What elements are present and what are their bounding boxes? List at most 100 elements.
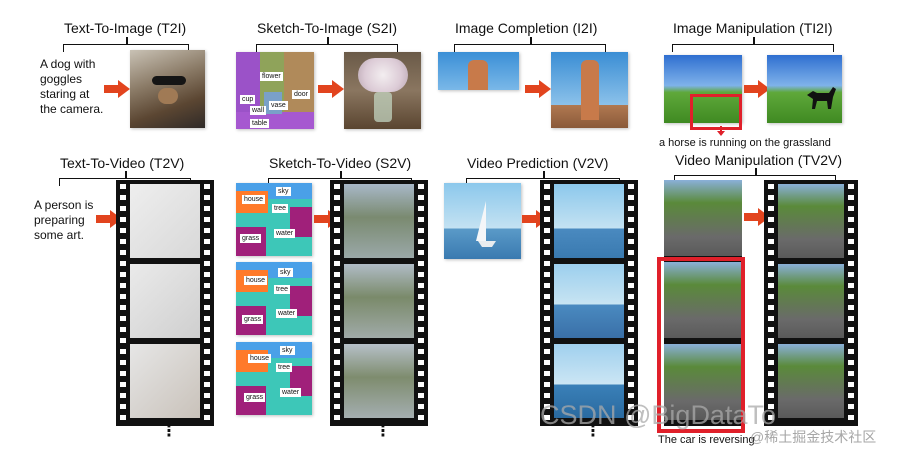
film-sprocket-hole <box>848 305 854 310</box>
t2v-ellipsis: ⋮ <box>161 423 177 440</box>
film-sprocket-hole <box>848 338 854 343</box>
completed-tower-image <box>551 52 628 128</box>
t2v-filmstrip <box>116 180 214 426</box>
sketch-region <box>290 207 312 237</box>
film-sprocket-hole <box>334 294 340 299</box>
film-sprocket-hole <box>848 206 854 211</box>
film-sprocket-hole <box>628 184 634 189</box>
edit-region-box <box>690 94 742 130</box>
film-sprocket-hole <box>334 404 340 409</box>
film-sprocket-hole <box>768 272 774 277</box>
sketch-label-water: water <box>276 309 298 318</box>
horse-silhouette <box>807 87 836 109</box>
film-sprocket-hole <box>628 382 634 387</box>
film-sprocket-hole <box>418 217 424 222</box>
tv2v-filmstrip <box>764 180 858 426</box>
tower-top <box>468 60 488 90</box>
dog-image <box>130 50 205 128</box>
film-sprocket-hole <box>204 294 210 299</box>
film-sprocket-hole <box>768 305 774 310</box>
film-sprocket-hole <box>418 327 424 332</box>
film-sprocket-hole <box>120 272 126 277</box>
sketch-label-house: house <box>248 354 272 363</box>
film-sprocket-hole <box>334 228 340 233</box>
film-sprocket-hole <box>418 393 424 398</box>
film-sprocket-hole <box>120 239 126 244</box>
film-sprocket-hole <box>418 371 424 376</box>
sketch-label-wall: wall <box>250 106 267 115</box>
film-sprocket-hole <box>120 195 126 200</box>
film-sprocket-hole <box>334 371 340 376</box>
film-sprocket-hole <box>334 393 340 398</box>
film-sprocket-hole <box>768 349 774 354</box>
film-sprocket-hole <box>544 327 550 332</box>
landscape-frame <box>344 184 414 258</box>
film-sprocket-hole <box>204 305 210 310</box>
film-sprocket-hole <box>120 382 126 387</box>
down-arrow-icon <box>717 126 725 136</box>
flower-vase-image <box>344 52 421 129</box>
film-sprocket-hole <box>544 272 550 277</box>
film-sprocket-hole <box>544 250 550 255</box>
partial-tower-image <box>438 52 519 90</box>
sketch-label-house: house <box>244 276 268 285</box>
film-sprocket-hole <box>848 327 854 332</box>
drawing-frame <box>130 184 200 258</box>
t2i-prompt: A dog with goggles staring at the camera… <box>40 57 103 117</box>
film-sprocket-hole <box>204 338 210 343</box>
film-sprocket-hole <box>768 338 774 343</box>
i2i-bracket <box>454 37 606 52</box>
sketch-region <box>284 52 314 112</box>
film-sprocket-hole <box>120 316 126 321</box>
film-sprocket-hole <box>628 404 634 409</box>
film-sprocket-hole <box>204 239 210 244</box>
landscape-frame <box>344 264 414 338</box>
film-sprocket-hole <box>120 393 126 398</box>
film-sprocket-hole <box>120 305 126 310</box>
film-sprocket-hole <box>544 294 550 299</box>
road-frame <box>664 180 742 256</box>
film-sprocket-hole <box>334 415 340 420</box>
film-sprocket-hole <box>768 360 774 365</box>
film-sprocket-hole <box>418 305 424 310</box>
film-sprocket-hole <box>418 195 424 200</box>
film-sprocket-hole <box>120 206 126 211</box>
film-sprocket-hole <box>204 327 210 332</box>
sailboat-frame <box>554 344 624 418</box>
film-sprocket-hole <box>848 415 854 420</box>
t2i-prompt-line: the camera. <box>40 102 104 116</box>
sketch-label-sky: sky <box>280 346 295 355</box>
film-sprocket-hole <box>768 283 774 288</box>
film-sprocket-hole <box>334 349 340 354</box>
sketch-region <box>236 112 314 129</box>
film-sprocket-hole <box>418 239 424 244</box>
v2v-ellipsis: ⋮ <box>585 423 601 440</box>
film-sprocket-hole <box>418 283 424 288</box>
film-sprocket-hole <box>544 404 550 409</box>
film-sprocket-hole <box>544 283 550 288</box>
dog-snout <box>158 88 178 104</box>
film-sprocket-hole <box>544 371 550 376</box>
tower-body <box>581 60 599 120</box>
film-sprocket-hole <box>628 239 634 244</box>
film-sprocket-hole <box>418 360 424 365</box>
film-sprocket-hole <box>334 316 340 321</box>
film-sprocket-hole <box>204 316 210 321</box>
film-sprocket-hole <box>628 228 634 233</box>
s2i-title: Sketch-To-Image (S2I) <box>257 20 398 36</box>
film-sprocket-hole <box>848 228 854 233</box>
sailboat-input-image <box>444 183 521 259</box>
t2v-title: Text-To-Video (T2V) <box>60 155 185 171</box>
film-sprocket-hole <box>334 338 340 343</box>
film-sprocket-hole <box>120 184 126 189</box>
edit-frame-highlight <box>657 257 745 433</box>
film-sprocket-hole <box>768 228 774 233</box>
film-sprocket-hole <box>628 272 634 277</box>
film-sprocket-hole <box>334 305 340 310</box>
i2i-title: Image Completion (I2I) <box>455 20 598 36</box>
t2v-prompt: A person is preparing some art. <box>34 198 93 243</box>
sketch-label-door: door <box>292 90 311 99</box>
sailboat-frame <box>554 184 624 258</box>
road-frame <box>778 344 844 418</box>
film-sprocket-hole <box>628 338 634 343</box>
